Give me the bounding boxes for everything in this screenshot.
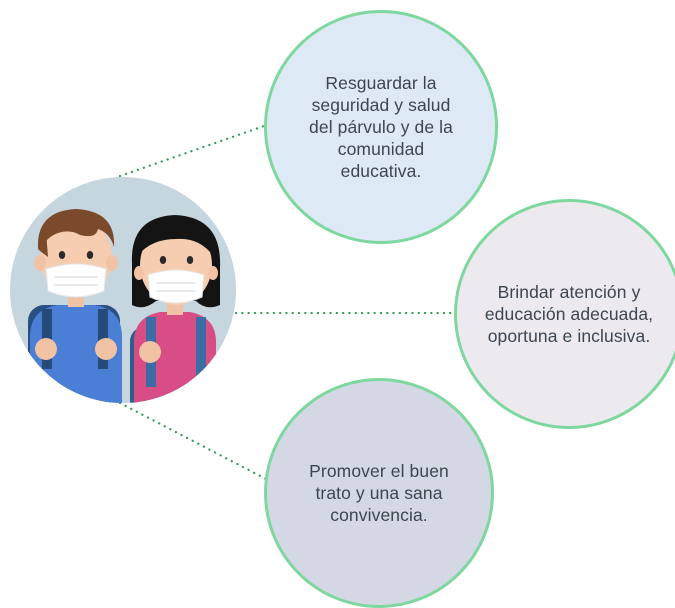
objective-bubble-2: Brindar atención y educación adecuada, o… bbox=[454, 199, 675, 429]
connector-line-3 bbox=[118, 401, 268, 481]
objective-text-2: Brindar atención y educación adecuada, o… bbox=[484, 282, 654, 346]
boy-figure bbox=[28, 209, 122, 403]
objective-text-3: Promover el buen trato y una sana conviv… bbox=[309, 461, 449, 525]
objective-bubble-3: Promover el buen trato y una sana conviv… bbox=[264, 378, 494, 608]
objective-text-1: Resguardar la seguridad y salud del párv… bbox=[309, 73, 453, 181]
children-with-masks-icon bbox=[10, 177, 236, 403]
connector-line-1 bbox=[118, 124, 266, 178]
girl-figure bbox=[130, 215, 221, 403]
objective-bubble-1: Resguardar la seguridad y salud del párv… bbox=[264, 10, 498, 244]
